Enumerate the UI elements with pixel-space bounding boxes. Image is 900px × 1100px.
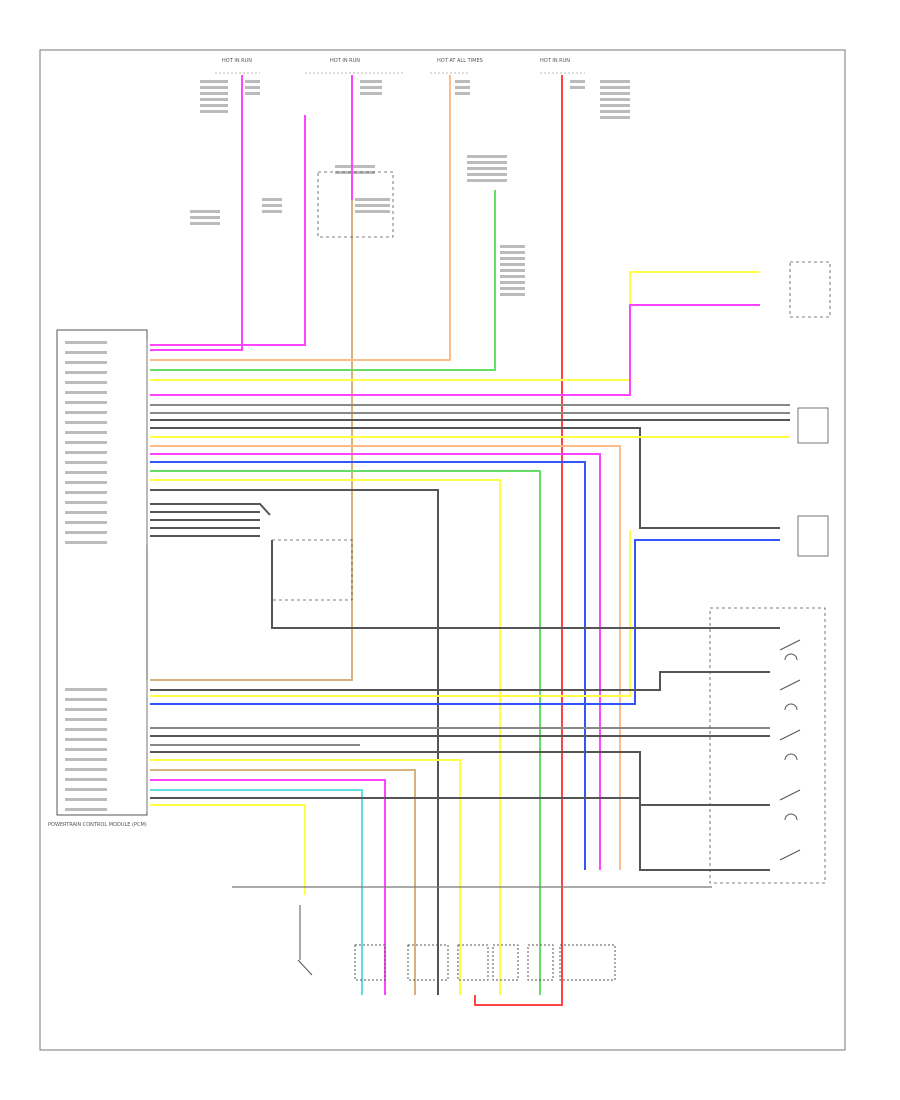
diagram-border — [39, 49, 846, 1051]
wire-pink-1 — [150, 75, 243, 351]
wire-green-1 — [150, 190, 496, 371]
switch-group — [779, 639, 801, 861]
wire-pink-4 — [150, 304, 760, 396]
sensor-box-1 — [797, 407, 829, 444]
wire-blue-2 — [150, 539, 780, 705]
wire-pink-6 — [150, 779, 386, 995]
pcm-box — [56, 329, 148, 816]
fuse-label-4: HOT IN RUN — [540, 58, 585, 74]
wire-green-2 — [150, 470, 541, 995]
wire-black-3 — [150, 489, 439, 995]
wire-tan-1 — [150, 200, 353, 681]
wire-tan-2 — [150, 769, 416, 995]
fuse-label-4-text: HOT IN RUN — [540, 58, 570, 64]
fuse-notes — [190, 80, 630, 296]
fuse-label-1: HOT IN RUN — [215, 58, 260, 74]
component-box-3 — [709, 607, 826, 884]
sensor-box-2 — [797, 515, 829, 557]
component-box-1 — [317, 171, 394, 238]
pcm-label: POWERTRAIN CONTROL MODULE (PCM) — [48, 822, 147, 828]
wires — [150, 75, 790, 1006]
fuse-label-1-text: HOT IN RUN — [222, 58, 252, 64]
wire-red-1 — [474, 75, 563, 1006]
wire-thin-5 — [150, 797, 770, 871]
fuse-label-3-text: HOT AT ALL TIMES — [437, 58, 483, 64]
fuse-label-3: HOT AT ALL TIMES — [430, 58, 483, 74]
fuse-label-2: HOT IN RUN — [305, 58, 405, 74]
wire-stub-1 — [150, 503, 271, 516]
wire-black-2 — [150, 427, 780, 529]
wire-yellow-6 — [150, 804, 306, 895]
component-box-4 — [789, 261, 831, 318]
component-box-2 — [271, 539, 353, 601]
wire-pink-5 — [150, 453, 601, 870]
wire-blue-1 — [150, 461, 586, 870]
wire-pink-2 — [150, 115, 306, 346]
wire-thin-4 — [150, 751, 770, 806]
wire-thin-1 — [271, 540, 780, 629]
wire-thin-2 — [150, 671, 770, 691]
fuse-label-2-text: HOT IN RUN — [330, 58, 360, 64]
wire-yellow-5 — [150, 759, 461, 995]
bottom-components — [297, 905, 616, 981]
wire-yellow-3 — [150, 479, 501, 995]
wire-yellow-4 — [150, 530, 631, 697]
wire-orange-1 — [150, 75, 451, 361]
wire-lightblue-1 — [150, 789, 363, 995]
pcm-pin-labels — [65, 341, 107, 811]
